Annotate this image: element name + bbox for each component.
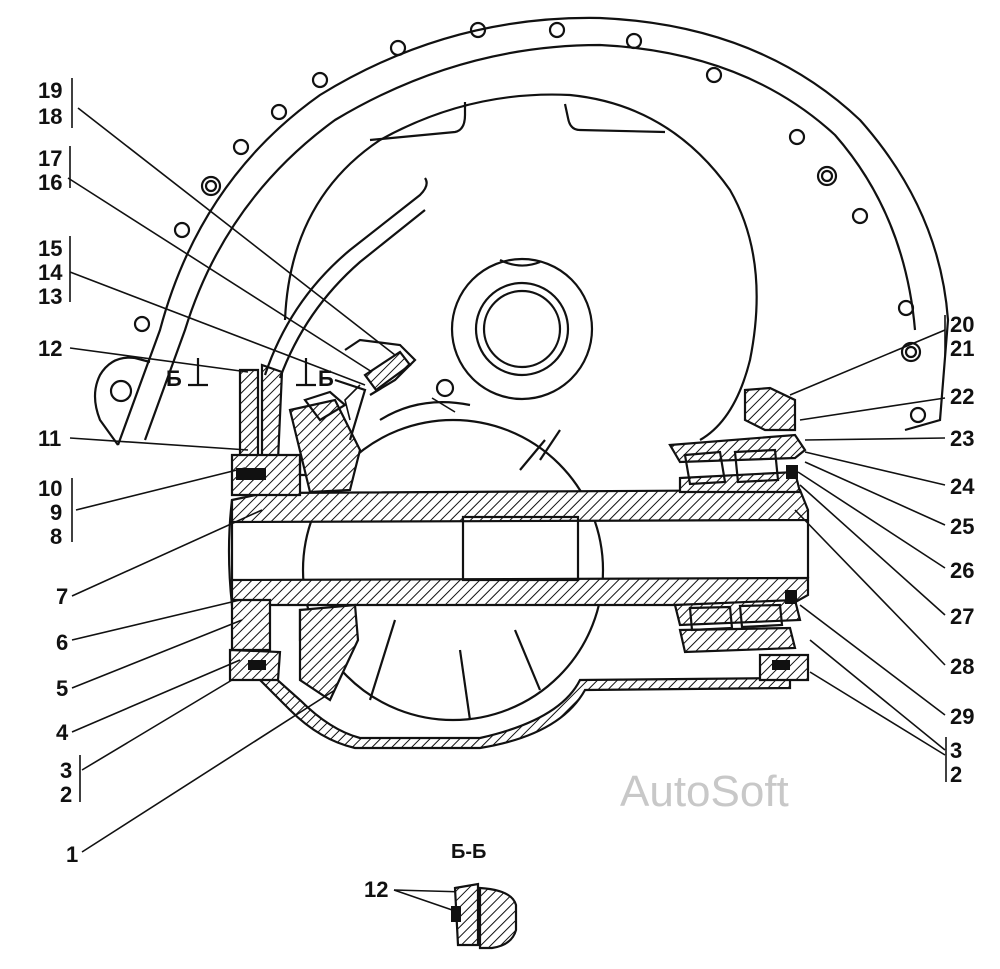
callout-25: 25 xyxy=(950,514,974,539)
callout-1: 1 xyxy=(66,842,78,867)
watermark: AutoSoft xyxy=(620,767,789,816)
callout-20: 20 xyxy=(950,312,974,337)
clutch-disk xyxy=(283,93,758,441)
main-shaft xyxy=(227,488,810,607)
gear-lobe xyxy=(301,401,605,722)
callout-2-right: 2 xyxy=(950,762,962,787)
housing-outline xyxy=(93,16,950,446)
oil-pipe xyxy=(263,177,455,421)
left-flange xyxy=(228,363,352,682)
bevel-gear xyxy=(288,378,367,702)
callout-11: 11 xyxy=(38,426,61,451)
callout-18: 18 xyxy=(38,104,62,129)
section-view-callout-12: 12 xyxy=(364,877,388,902)
callout-13: 13 xyxy=(38,284,62,309)
callout-23: 23 xyxy=(950,426,974,451)
callout-2-left: 2 xyxy=(60,782,72,807)
flange-holes xyxy=(133,21,927,424)
callout-17: 17 xyxy=(38,146,62,171)
right-bearing xyxy=(668,386,810,682)
section-mark-right: Б xyxy=(318,366,334,391)
callout-6: 6 xyxy=(56,630,68,655)
housing-bottom xyxy=(253,657,792,750)
callout-19: 19 xyxy=(38,78,62,103)
callout-24: 24 xyxy=(950,474,975,499)
leader-lines xyxy=(67,107,946,853)
section-view-title: Б-Б xyxy=(451,841,486,863)
callout-16: 16 xyxy=(38,170,62,195)
callout-12: 12 xyxy=(38,336,62,361)
callout-8: 8 xyxy=(50,524,62,549)
section-mark-left: Б xyxy=(166,366,182,391)
callout-brackets xyxy=(69,78,947,802)
callout-29: 29 xyxy=(950,704,974,729)
callout-27: 27 xyxy=(950,604,974,629)
callout-26: 26 xyxy=(950,558,974,583)
callout-3-left: 3 xyxy=(60,758,72,783)
callout-22: 22 xyxy=(950,384,974,409)
section-view: Б-Б 12 xyxy=(364,841,518,950)
callout-3-right: 3 xyxy=(950,738,962,763)
callout-14: 14 xyxy=(38,260,63,285)
callout-21: 21 xyxy=(950,336,974,361)
callout-9: 9 xyxy=(50,500,62,525)
callout-15: 15 xyxy=(38,236,62,261)
callouts-right: 20 21 22 23 24 25 26 27 28 29 3 2 xyxy=(950,312,975,787)
callout-28: 28 xyxy=(950,654,974,679)
callout-5: 5 xyxy=(56,676,68,701)
callout-4: 4 xyxy=(56,720,69,745)
callout-7: 7 xyxy=(56,584,68,609)
callout-10: 10 xyxy=(38,476,62,501)
section-markers: Б Б xyxy=(166,358,334,391)
callouts-left: 19 18 17 16 15 14 13 12 11 10 9 8 7 6 5 … xyxy=(38,78,78,867)
